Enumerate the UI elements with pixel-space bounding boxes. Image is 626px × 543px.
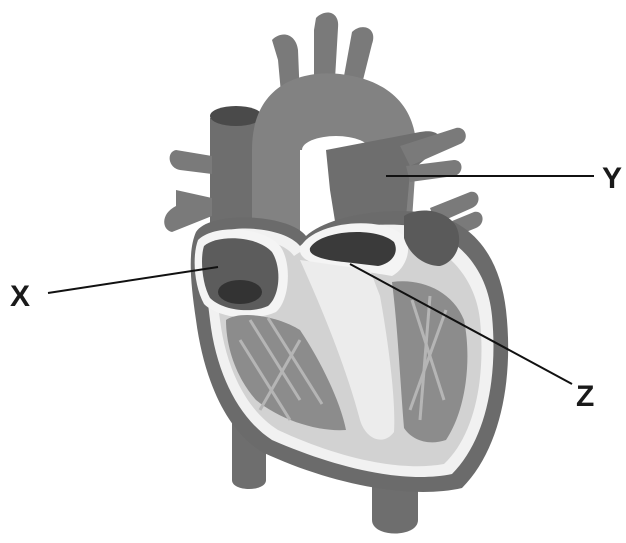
vena-cava-opening (210, 106, 262, 126)
label-x: X (10, 280, 30, 313)
label-z: Z (576, 380, 594, 413)
pulmonary-vein-left-upper (170, 150, 212, 174)
tricuspid-opening (218, 280, 262, 304)
label-y: Y (602, 162, 622, 195)
